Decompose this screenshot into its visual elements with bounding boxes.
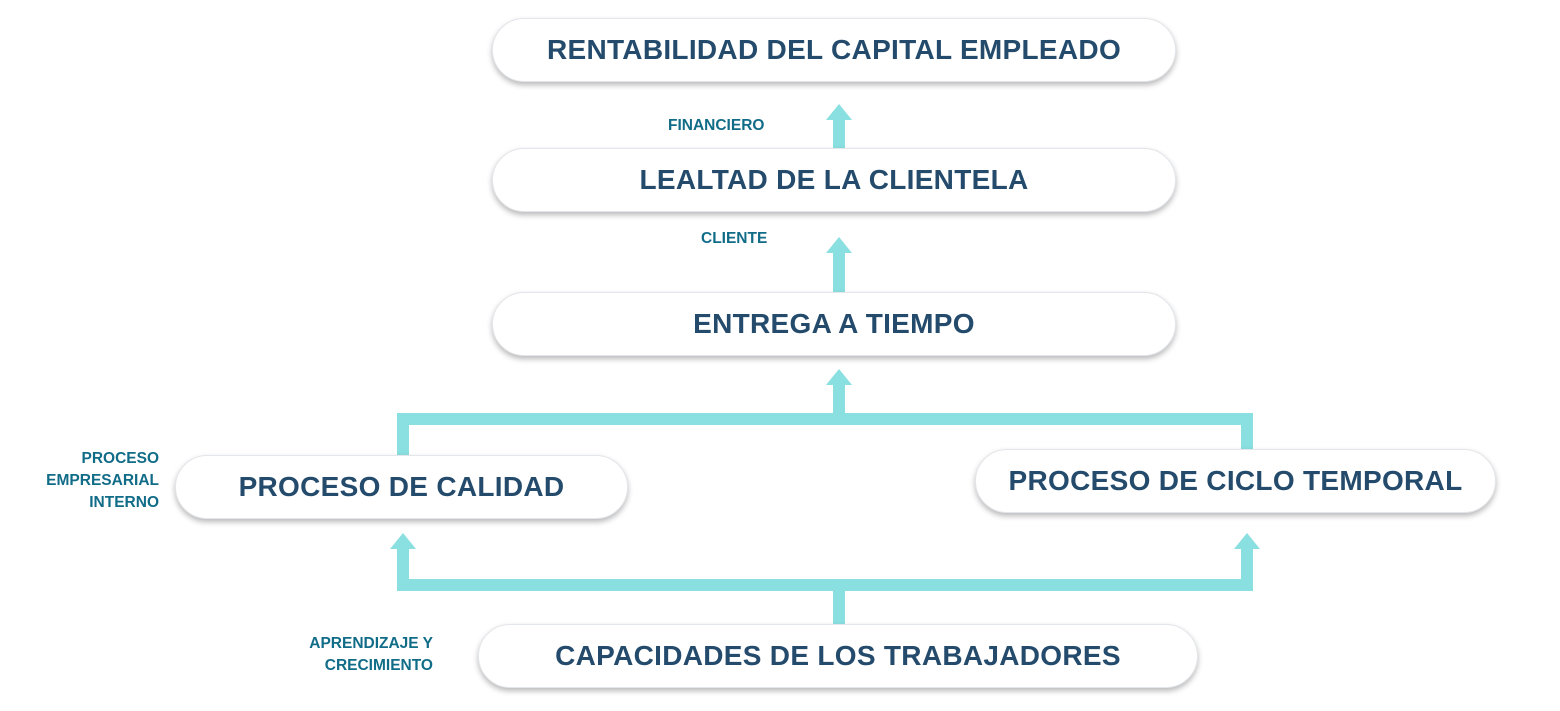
arrow-to-lealtad: [826, 237, 852, 253]
label-proceso-line-2: EMPRESARIAL: [46, 472, 159, 489]
label-financiero: FINANCIERO: [668, 117, 765, 134]
bracket-bottom-stem: [833, 579, 845, 624]
bracket-top-bar: [397, 413, 1253, 425]
node-calidad: PROCESO DE CALIDAD: [175, 455, 628, 519]
arrow-shaft-to-ciclo: [1241, 548, 1253, 591]
label-aprendizaje-line-2: CRECIMIENTO: [324, 657, 433, 674]
node-rentabilidad: RENTABILIDAD DEL CAPITAL EMPLEADO: [492, 18, 1176, 82]
arrow-shaft-to-calidad: [397, 548, 409, 591]
node-entrega: ENTREGA A TIEMPO: [492, 292, 1176, 356]
label-proceso-line-1: PROCESO: [81, 450, 159, 467]
bracket-top-right-leg: [1241, 413, 1253, 449]
node-lealtad: LEALTAD DE LA CLIENTELA: [492, 148, 1176, 212]
node-capacidades: CAPACIDADES DE LOS TRABAJADORES: [478, 624, 1198, 688]
arrow-to-calidad: [390, 533, 416, 549]
arrow-to-entrega: [826, 369, 852, 385]
label-proceso-empresarial-interno: PROCESO EMPRESARIAL INTERNO: [46, 448, 159, 514]
node-ciclo: PROCESO DE CICLO TEMPORAL: [975, 449, 1496, 513]
arrow-to-rentabilidad: [826, 104, 852, 120]
bracket-top-left-leg: [397, 413, 409, 455]
arrow-shaft-to-lealtad: [833, 252, 845, 292]
arrow-shaft-to-entrega: [833, 384, 845, 419]
label-aprendizaje-line-1: APRENDIZAJE Y: [309, 635, 433, 652]
label-cliente: CLIENTE: [701, 230, 768, 247]
label-aprendizaje-crecimiento: APRENDIZAJE Y CRECIMIENTO: [309, 633, 433, 677]
arrow-shaft-to-rentabilidad: [833, 119, 845, 148]
bracket-bottom-bar: [397, 579, 1253, 591]
label-proceso-line-3: INTERNO: [89, 494, 159, 511]
arrow-to-ciclo: [1234, 533, 1260, 549]
